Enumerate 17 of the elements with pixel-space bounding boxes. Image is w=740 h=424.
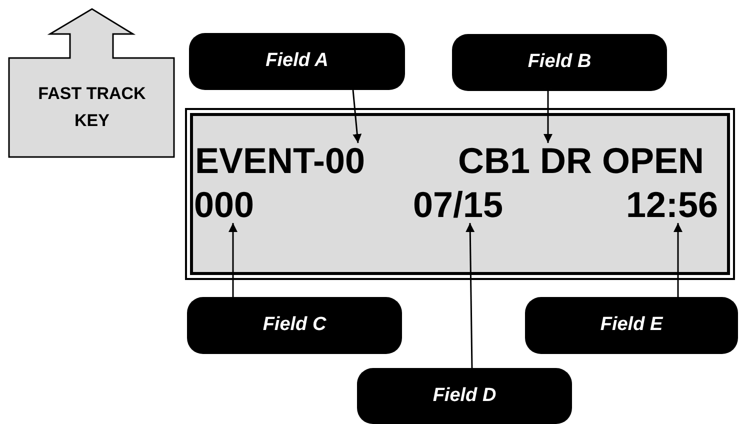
arrow — [466, 223, 475, 368]
display-text: 07/15 — [412, 187, 504, 223]
arrow — [674, 223, 682, 297]
field-callout: Field D — [357, 368, 572, 424]
arrow — [228, 223, 238, 297]
field-callout: Field B — [452, 34, 667, 91]
field-callout: Field C — [187, 297, 402, 354]
key-label: FAST TRACK KEY — [37, 83, 147, 132]
display-text: 000 — [193, 187, 255, 223]
display-panel — [185, 108, 735, 280]
display-text: EVENT-00 — [193, 143, 367, 179]
field-callout: Field E — [525, 297, 738, 354]
arrow — [352, 90, 362, 144]
display-text: 12:56 — [626, 187, 718, 223]
arrow — [544, 91, 552, 143]
field-callout: Field A — [189, 33, 405, 90]
display-text: CB1 DR OPEN — [452, 143, 710, 179]
